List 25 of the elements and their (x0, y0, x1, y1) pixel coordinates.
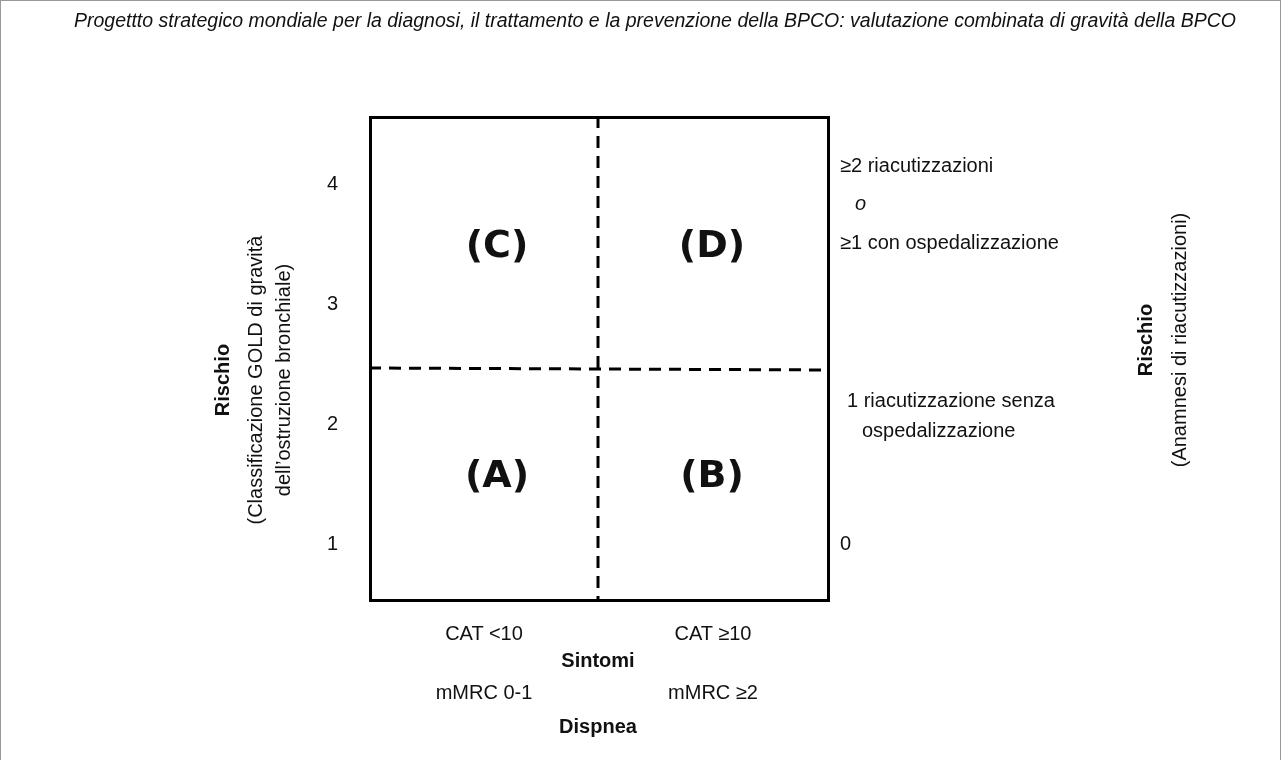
axis-category-label: mMRC 0-1 (435, 680, 533, 705)
axis-category-label: mMRC ≥2 (668, 680, 758, 705)
axis-title: Rischio (210, 343, 234, 417)
axis-subtitle: (Classificazione GOLD di gravità dell’ostruzione bronchiale) (243, 234, 295, 527)
axis-tick-label: 2 (327, 411, 339, 436)
diagram-title: Progettto strategico mondiale per la diagnosi, il trattamento e la prevenzione della BPCO: valutazione combinata di gravità della BPCO (73, 8, 1237, 33)
axis-tick-label: 3 (327, 291, 339, 316)
quadrant-label: (C) (412, 179, 582, 309)
axis-tick-label: 0 (840, 531, 852, 556)
axis-subtitle: (Anamnesi di riacutizzazioni) (1167, 212, 1191, 468)
axis-title: Rischio (1133, 303, 1157, 377)
quadrant-label: (B) (627, 409, 797, 539)
axis-tick-label: 4 (327, 171, 339, 196)
quadrant-label: (A) (412, 409, 582, 539)
exacerbation-label: ≥2 riacutizzazioni (840, 153, 994, 178)
conjunction-label: o (855, 191, 867, 216)
axis-title: Sintomi (561, 648, 635, 673)
exacerbation-label: ≥1 con ospedalizzazione (840, 230, 1060, 255)
axis-category-label: CAT ≥10 (674, 621, 752, 646)
assessment-grid (369, 116, 830, 602)
quadrant-label: (D) (627, 179, 797, 309)
exacerbation-label: 1 riacutizzazione senza ospedalizzazione (847, 388, 1056, 443)
axis-tick-label: 1 (327, 531, 339, 556)
axis-category-label: CAT <10 (445, 621, 523, 646)
axis-title: Dispnea (559, 714, 637, 739)
